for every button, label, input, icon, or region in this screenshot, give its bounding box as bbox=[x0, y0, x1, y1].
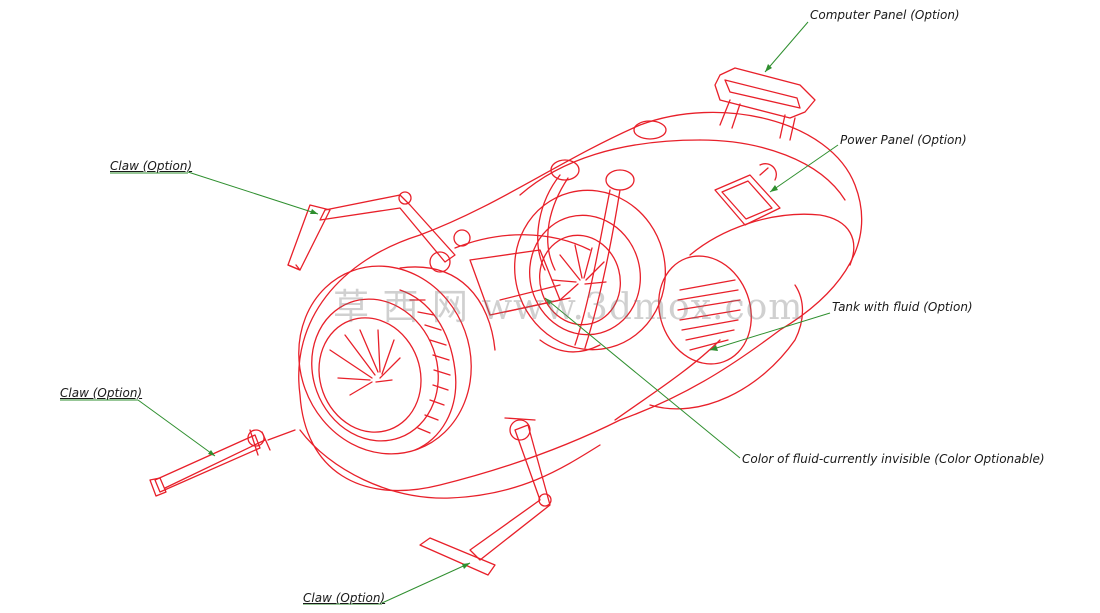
callout-tank: Tank with fluid (Option) bbox=[832, 300, 973, 314]
callout-fluid-color: Color of fluid-currently invisible (Colo… bbox=[742, 452, 1045, 466]
power-panel bbox=[714, 163, 781, 226]
callout-claw-left: Claw (Option) bbox=[60, 386, 143, 400]
callout-claw-top: Claw (Option) bbox=[110, 159, 193, 173]
claw-bottom bbox=[419, 417, 552, 576]
claw-left bbox=[149, 429, 296, 497]
front-ring bbox=[298, 265, 496, 455]
callout-power-panel: Power Panel (Option) bbox=[840, 133, 967, 147]
callout-computer-panel: Computer Panel (Option) bbox=[810, 8, 960, 22]
tank bbox=[658, 255, 752, 365]
rear-ring bbox=[514, 189, 666, 351]
device-body bbox=[298, 111, 863, 499]
watermark: 草 西 网 www.3dmox.com bbox=[333, 287, 804, 328]
claw-top bbox=[287, 191, 471, 273]
computer-panel bbox=[714, 67, 816, 141]
callout-claw-bottom: Claw (Option) bbox=[303, 591, 386, 605]
leader-lines bbox=[60, 21, 839, 605]
tubes bbox=[537, 120, 667, 353]
